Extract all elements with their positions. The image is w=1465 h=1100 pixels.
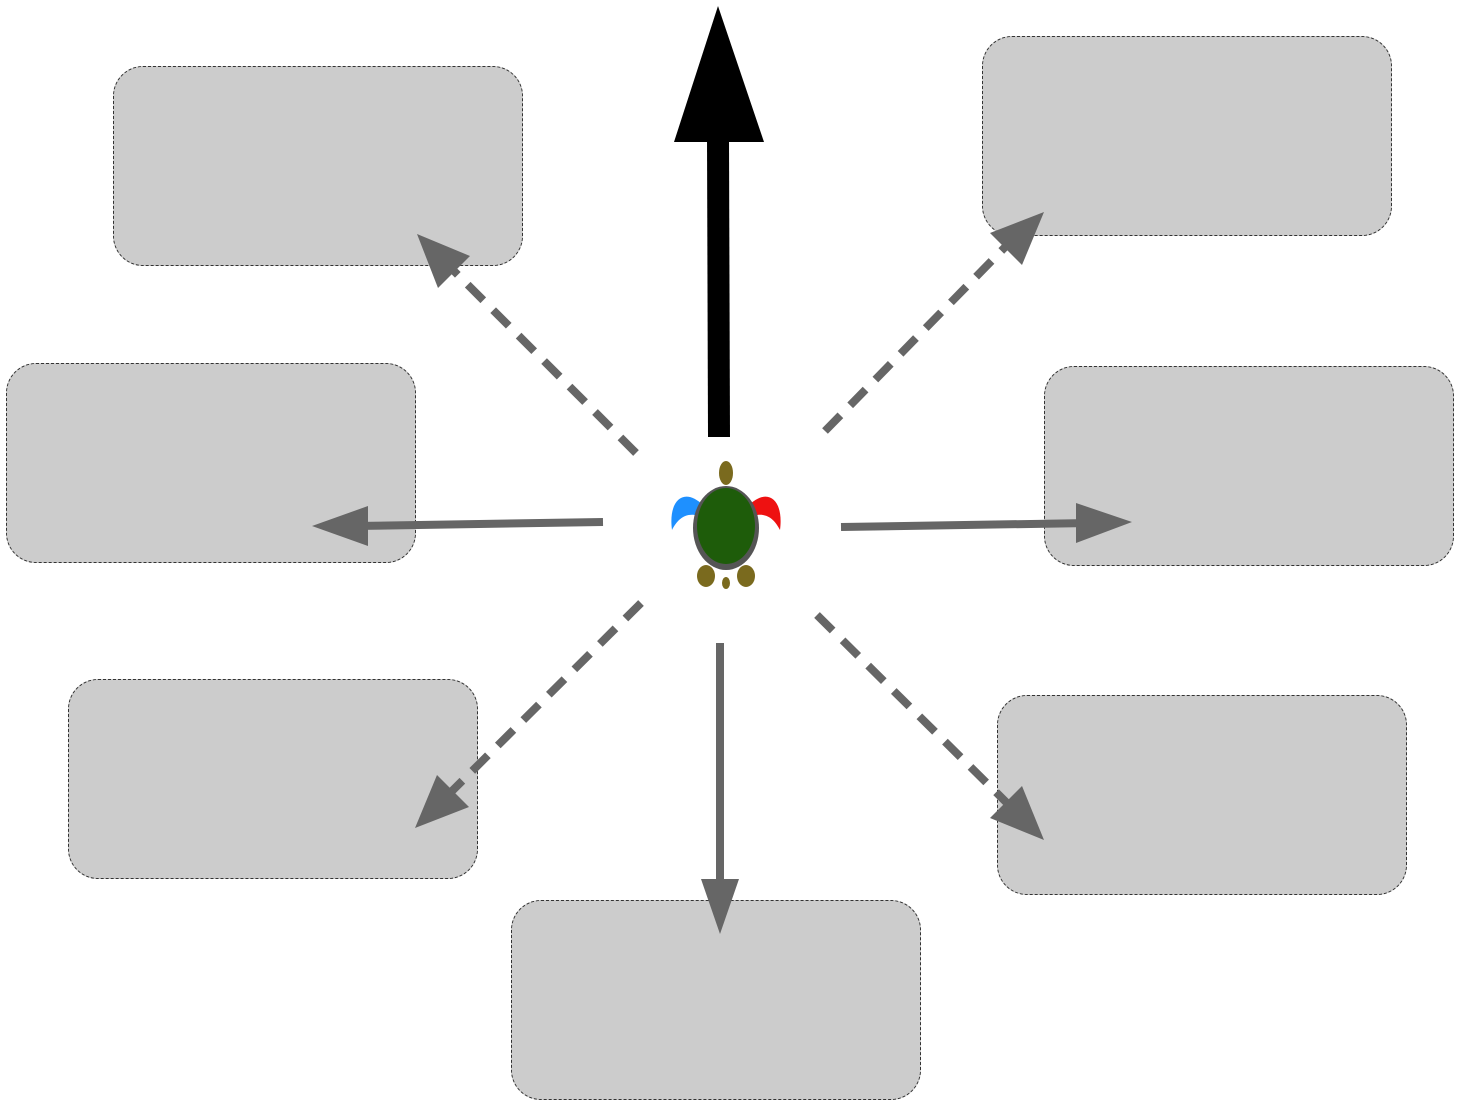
box-north-east: [982, 36, 1392, 236]
box-north-west: [113, 66, 523, 266]
box-south-west: [68, 679, 478, 879]
arrow-north-east: [822, 212, 1044, 434]
arrow-south-east: [814, 612, 1044, 840]
box-south: [511, 900, 921, 1100]
arrow-north-west: [417, 234, 639, 456]
arrow-south: [701, 643, 739, 934]
turtle-icon: [671, 461, 781, 589]
arrow-east: [840, 503, 1132, 543]
heading-arrow: [674, 6, 764, 438]
arrow-west: [312, 506, 604, 546]
box-east: [1044, 366, 1454, 566]
box-south-east: [997, 695, 1407, 895]
arrow-south-west: [415, 600, 644, 828]
